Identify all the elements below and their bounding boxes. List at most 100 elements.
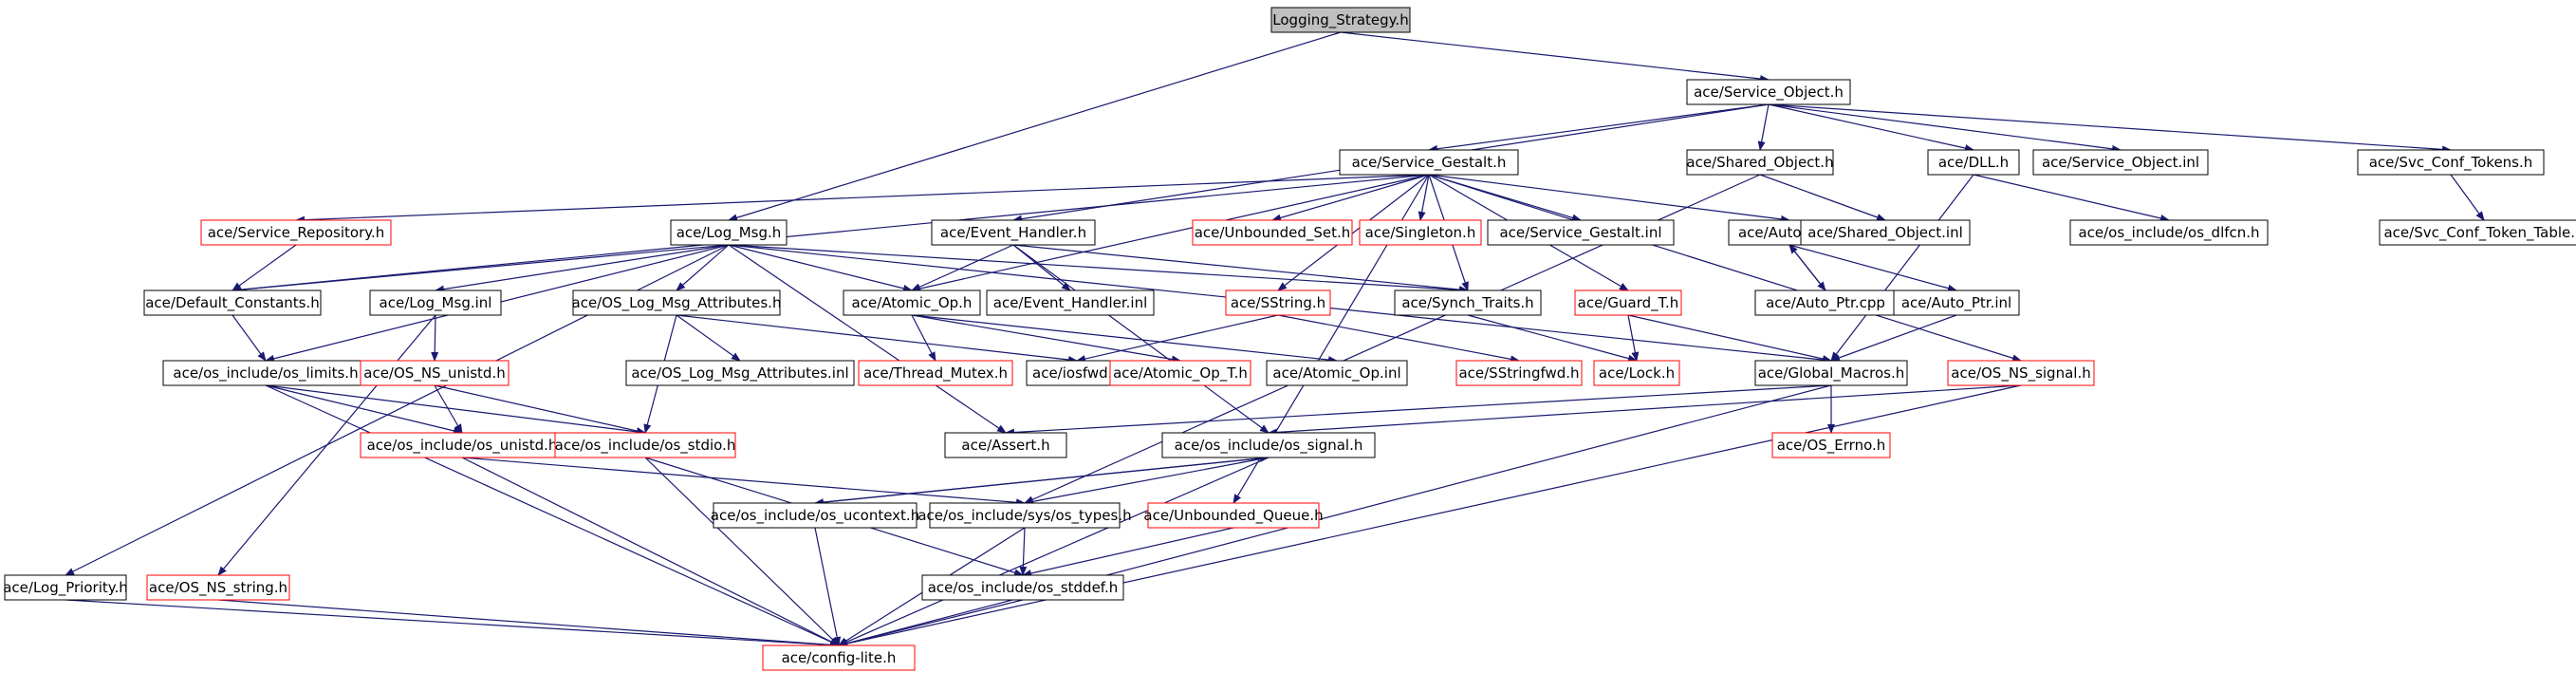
node-os-ns-unistd[interactable]: ace/OS_NS_unistd.h bbox=[360, 360, 510, 386]
node-box bbox=[200, 219, 392, 246]
edge-log_msg-to-atomic_op bbox=[728, 244, 913, 292]
node-box bbox=[944, 432, 1067, 458]
node-unbounded-queue[interactable]: ace/Unbounded_Queue.h bbox=[1143, 502, 1324, 529]
node-os-dlfcn[interactable]: ace/os_include/os_dlfcn.h bbox=[2069, 219, 2269, 246]
node-log-priority[interactable]: ace/Log_Priority.h bbox=[3, 574, 128, 601]
node-assert[interactable]: ace/Assert.h bbox=[944, 432, 1067, 458]
node-os-log-msg-attributes[interactable]: ace/OS_Log_Msg_Attributes.h bbox=[572, 289, 782, 316]
node-label: ace/Log_Priority.h bbox=[3, 579, 128, 597]
node-lock[interactable]: ace/Lock.h bbox=[1593, 360, 1680, 386]
node-label: ace/Unbounded_Set.h bbox=[1195, 224, 1351, 242]
node-label: ace/OS_NS_string.h bbox=[149, 579, 287, 597]
edge-log_msg-to-log_msg_inl bbox=[435, 244, 730, 293]
node-box bbox=[2069, 219, 2269, 246]
node-label: ace/Singleton.h bbox=[1365, 224, 1476, 241]
edge-service_gestalt-to-sstring bbox=[1277, 174, 1430, 291]
node-sstringfwd[interactable]: ace/SStringfwd.h bbox=[1455, 360, 1583, 386]
edge-log_msg_inl-to-os_ns_unistd bbox=[431, 314, 439, 362]
node-box bbox=[1455, 360, 1583, 386]
node-unbounded-set[interactable]: ace/Unbounded_Set.h bbox=[1192, 219, 1353, 246]
node-box bbox=[1927, 149, 2020, 176]
node-atomic-op-inl[interactable]: ace/Atomic_Op.inl bbox=[1266, 360, 1408, 386]
node-label: ace/Shared_Object.h bbox=[1686, 154, 1833, 172]
node-label: ace/OS_NS_unistd.h bbox=[363, 364, 505, 383]
node-singleton[interactable]: ace/Singleton.h bbox=[1359, 219, 1482, 246]
edge-os_stdio-to-config_lite bbox=[644, 457, 840, 646]
node-service-repository[interactable]: ace/Service_Repository.h bbox=[200, 219, 392, 246]
node-os-signal[interactable]: ace/os_include/os_signal.h bbox=[1161, 432, 1376, 458]
node-os-types[interactable]: ace/os_include/sys/os_types.h bbox=[917, 502, 1132, 529]
edge-default_constants-to-os_limits bbox=[232, 314, 267, 362]
node-label: ace/Guard_T.h bbox=[1578, 294, 1679, 312]
node-log-msg-inl[interactable]: ace/Log_Msg.inl bbox=[369, 289, 502, 316]
edge-os_unistd-to-config_lite bbox=[461, 457, 840, 646]
edge-os_unistd-to-os_types bbox=[461, 457, 1026, 507]
node-box bbox=[360, 432, 565, 458]
edge-event_handler-to-os_signal bbox=[1012, 244, 1269, 434]
node-atomic-op[interactable]: ace/Atomic_Op.h bbox=[843, 289, 981, 316]
node-svc-conf-tokens[interactable]: ace/Svc_Conf_Tokens.h bbox=[2357, 149, 2545, 176]
edge-logging_strategy-to-log_msg bbox=[728, 31, 1342, 222]
node-label: ace/Default_Constants.h bbox=[145, 294, 320, 312]
node-os-stdio[interactable]: ace/os_include/os_stdio.h bbox=[554, 432, 736, 458]
node-event-handler-inl[interactable]: ace/Event_Handler.inl bbox=[986, 289, 1155, 316]
node-box bbox=[1893, 289, 2020, 316]
node-guard-t[interactable]: ace/Guard_T.h bbox=[1574, 289, 1682, 316]
edge-service_gestalt-to-service_repository bbox=[295, 174, 1430, 224]
node-event-handler[interactable]: ace/Event_Handler.h bbox=[931, 219, 1096, 246]
node-service-object[interactable]: ace/Service_Object.h bbox=[1686, 79, 1851, 105]
edge-global_macros-to-assert bbox=[1005, 384, 1832, 437]
node-os-ns-string[interactable]: ace/OS_NS_string.h bbox=[146, 574, 290, 601]
node-box bbox=[1359, 219, 1482, 246]
node-box bbox=[1771, 432, 1891, 458]
edge-log_msg-to-default_constants bbox=[232, 244, 730, 294]
node-label: ace/OS_Errno.h bbox=[1777, 437, 1886, 455]
node-box bbox=[929, 502, 1121, 529]
node-log-msg[interactable]: ace/Log_Msg.h bbox=[670, 219, 788, 246]
node-box bbox=[369, 289, 502, 316]
node-auto-ptr-cpp[interactable]: ace/Auto_Ptr.cpp bbox=[1754, 289, 1897, 316]
node-shared-object[interactable]: ace/Shared_Object.h bbox=[1686, 149, 1834, 176]
node-logging-strategy[interactable]: Logging_Strategy.h bbox=[1270, 7, 1411, 33]
node-label: ace/Log_Msg.inl bbox=[380, 294, 492, 312]
node-os-log-msg-attributes-inl[interactable]: ace/OS_Log_Msg_Attributes.inl bbox=[625, 360, 855, 386]
node-os-errno[interactable]: ace/OS_Errno.h bbox=[1771, 432, 1891, 458]
node-os-unistd[interactable]: ace/os_include/os_unistd.h bbox=[360, 432, 565, 458]
node-sstring[interactable]: ace/SString.h bbox=[1225, 289, 1331, 316]
node-config-lite[interactable]: ace/config-lite.h bbox=[762, 644, 916, 671]
edge-log_msg_inl-to-os_ns_string bbox=[217, 314, 436, 576]
node-shared-object-inl[interactable]: ace/Shared_Object.inl bbox=[1800, 219, 1971, 246]
node-svc-conf-token-table[interactable]: ace/Svc_Conf_Token_Table.h bbox=[2379, 219, 2576, 246]
node-synch-traits[interactable]: ace/Synch_Traits.h bbox=[1394, 289, 1542, 316]
node-atomic-op-t[interactable]: ace/Atomic_Op_T.h bbox=[1109, 360, 1251, 386]
node-os-ns-signal[interactable]: ace/OS_NS_signal.h bbox=[1947, 360, 2095, 386]
node-dll[interactable]: ace/DLL.h bbox=[1927, 149, 2020, 176]
node-label: ace/Atomic_Op.h bbox=[852, 294, 973, 312]
node-default-constants[interactable]: ace/Default_Constants.h bbox=[143, 289, 322, 316]
edge-service_object-to-shared_object bbox=[1757, 103, 1770, 151]
node-auto-ptr-inl[interactable]: ace/Auto_Ptr.inl bbox=[1893, 289, 2020, 316]
node-os-stddef[interactable]: ace/os_include/os_stddef.h bbox=[921, 574, 1124, 601]
node-thread-mutex[interactable]: ace/Thread_Mutex.h bbox=[858, 360, 1013, 386]
node-box bbox=[762, 644, 916, 671]
node-service-gestalt[interactable]: ace/Service_Gestalt.h bbox=[1339, 149, 1519, 176]
node-label: ace/OS_Log_Msg_Attributes.inl bbox=[631, 364, 848, 383]
edge-auto_ptr_cpp-to-auto_ptr bbox=[1788, 244, 1826, 291]
node-box bbox=[1593, 360, 1680, 386]
node-label: ace/os_include/os_signal.h bbox=[1175, 437, 1363, 455]
node-service-gestalt-inl[interactable]: ace/Service_Gestalt.inl bbox=[1487, 219, 1675, 246]
edge-log_msg-to-assert bbox=[728, 244, 1007, 434]
node-box bbox=[2032, 149, 2209, 176]
node-service-object-inl[interactable]: ace/Service_Object.inl bbox=[2032, 149, 2209, 176]
node-os-ucontext[interactable]: ace/os_include/os_ucontext.h bbox=[711, 502, 919, 529]
edge-os_stddef-to-config_lite bbox=[838, 599, 1024, 647]
node-box bbox=[1686, 79, 1851, 105]
node-label: ace/os_include/sys/os_types.h bbox=[917, 507, 1131, 525]
node-box bbox=[670, 219, 788, 246]
node-os-limits[interactable]: ace/os_include/os_limits.h bbox=[162, 360, 369, 386]
node-global-macros[interactable]: ace/Global_Macros.h bbox=[1754, 360, 1908, 386]
edge-atomic_op-to-atomic_op_inl bbox=[911, 314, 1338, 364]
node-box bbox=[1800, 219, 1971, 246]
node-label: ace/OS_NS_signal.h bbox=[1951, 364, 2090, 383]
node-box bbox=[1574, 289, 1682, 316]
